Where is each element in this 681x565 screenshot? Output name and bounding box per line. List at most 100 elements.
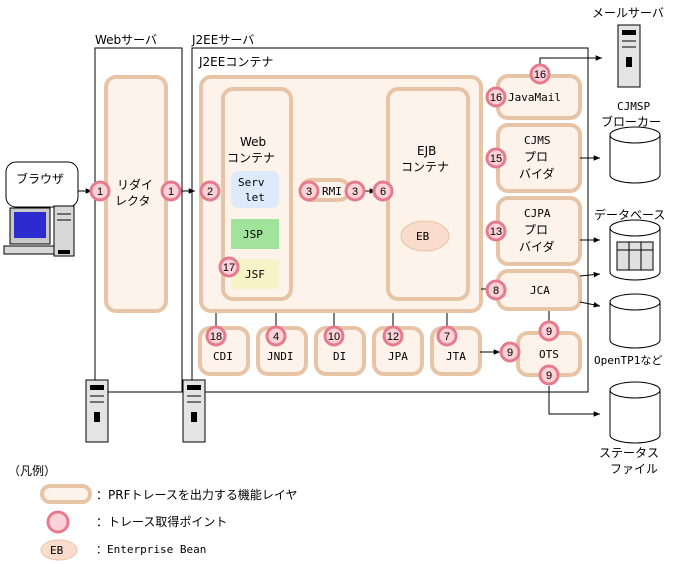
browser-label: ブラウザ bbox=[16, 171, 64, 186]
cjmsp-cylinder-top bbox=[609, 126, 661, 144]
status-file-label-2: ファイル bbox=[610, 462, 658, 476]
jta-label: JTA bbox=[446, 350, 466, 363]
javamail-label: JavaMail bbox=[508, 91, 561, 104]
trace-num-6: 6 bbox=[380, 186, 386, 198]
trace-num-4: 4 bbox=[273, 331, 279, 343]
opentp1-cylinder bbox=[609, 302, 661, 349]
web-server-box bbox=[94, 47, 183, 393]
trace-point-18 bbox=[205, 325, 227, 347]
trace-point-9b bbox=[538, 320, 560, 342]
cjmsp-cylinder bbox=[609, 135, 661, 184]
jpa-label: JPA bbox=[388, 350, 408, 363]
web-server-label: Webサーバ bbox=[95, 33, 157, 47]
legend-layer-swatch bbox=[40, 484, 92, 504]
eb-ellipse bbox=[400, 220, 450, 252]
legend-title: （凡例） bbox=[8, 464, 56, 478]
web-server-tower-icon bbox=[85, 379, 109, 443]
servlet-box bbox=[231, 171, 279, 208]
trace-num-17: 17 bbox=[223, 262, 235, 274]
jca-label: JCA bbox=[530, 284, 550, 297]
trace-num-15: 15 bbox=[490, 153, 502, 165]
cjmsp-label-1: CJMSP bbox=[617, 100, 650, 113]
legend-trace-swatch bbox=[46, 510, 70, 534]
trace-num-3b: 3 bbox=[352, 186, 358, 198]
trace-point-15 bbox=[485, 147, 507, 169]
eb-label: EB bbox=[416, 230, 430, 243]
trace-point-7 bbox=[436, 325, 458, 347]
trace-num-1a: 1 bbox=[97, 186, 103, 198]
ejb-container-label-1: EJB bbox=[417, 144, 436, 158]
legend-eb-swatch bbox=[40, 539, 78, 561]
servlet-label-1: Serv bbox=[238, 176, 265, 189]
database-table-icon bbox=[616, 241, 654, 271]
trace-num-10: 10 bbox=[328, 331, 340, 343]
trace-point-6 bbox=[372, 180, 394, 202]
j2ee-server-box bbox=[191, 47, 589, 393]
di-label: DI bbox=[333, 350, 346, 363]
trace-num-3a: 3 bbox=[306, 186, 312, 198]
legend-trace-text: ：トレース取得ポイント bbox=[96, 514, 227, 529]
trace-point-8 bbox=[485, 279, 507, 301]
database-label: データベース bbox=[594, 207, 665, 222]
trace-num-8: 8 bbox=[493, 285, 499, 297]
status-file-cylinder bbox=[609, 390, 661, 444]
database-cylinder-top bbox=[609, 219, 661, 237]
trace-point-3b bbox=[344, 180, 366, 202]
status-file-cylinder-top bbox=[609, 381, 661, 399]
cjpa-label-1: CJPA bbox=[524, 207, 551, 220]
jsp-box bbox=[231, 219, 279, 249]
trace-point-1b bbox=[160, 180, 182, 202]
pc-icon bbox=[3, 205, 75, 257]
j2ee-container-label: J2EEコンテナ bbox=[198, 55, 273, 69]
ejb-container-label-2: コンテナ bbox=[401, 160, 449, 174]
trace-num-9c: 9 bbox=[546, 370, 552, 382]
trace-num-7: 7 bbox=[444, 331, 450, 343]
cjmsp-label-2: ブローカー bbox=[601, 114, 661, 129]
trace-point-3a bbox=[298, 180, 320, 202]
trace-num-13: 13 bbox=[490, 226, 502, 238]
trace-point-1a bbox=[89, 180, 111, 202]
jsp-label: JSP bbox=[243, 228, 263, 241]
browser-box bbox=[5, 161, 79, 208]
trace-point-9a bbox=[499, 341, 521, 363]
trace-num-16b: 16 bbox=[490, 92, 502, 104]
cjms-label-3: バイダ bbox=[519, 166, 555, 181]
trace-point-16a bbox=[529, 63, 551, 85]
trace-num-9b: 9 bbox=[546, 326, 552, 338]
mail-server-tower-icon bbox=[617, 24, 641, 88]
trace-point-16b bbox=[485, 86, 507, 108]
opentp1-label: OpenTP1など bbox=[594, 354, 662, 367]
ejb-container-layer bbox=[386, 87, 470, 301]
status-file-label-1: ステータス bbox=[599, 446, 659, 460]
jndi-label: JNDI bbox=[267, 350, 294, 363]
redirector-label-2: レクタ bbox=[115, 194, 151, 208]
trace-point-12 bbox=[382, 325, 404, 347]
cjms-label-1: CJMS bbox=[524, 134, 551, 147]
trace-num-12: 12 bbox=[387, 331, 399, 343]
mail-server-label: メールサーバ bbox=[592, 6, 664, 20]
trace-point-13 bbox=[485, 220, 507, 242]
legend-eb-text: ：Enterprise Bean bbox=[96, 543, 206, 556]
j2ee-server-tower-icon bbox=[182, 379, 206, 443]
web-container-label-1: Web bbox=[240, 135, 266, 149]
legend-layer-text: ：PRFトレースを出力する機能レイヤ bbox=[96, 487, 298, 502]
trace-num-9a: 9 bbox=[507, 347, 513, 359]
cjms-label-2: プロ bbox=[524, 150, 548, 164]
trace-point-9c bbox=[538, 364, 560, 386]
trace-num-18: 18 bbox=[210, 331, 222, 343]
cdi-label: CDI bbox=[213, 350, 233, 363]
ots-label: OTS bbox=[539, 348, 559, 361]
redirector-label-1: リダイ bbox=[117, 177, 153, 192]
trace-point-10 bbox=[323, 325, 345, 347]
trace-point-4 bbox=[265, 325, 287, 347]
jsf-label: JSF bbox=[245, 268, 265, 281]
trace-num-16a: 16 bbox=[534, 69, 546, 81]
cjpa-label-2: プロ bbox=[524, 223, 548, 237]
cjpa-label-3: バイダ bbox=[519, 239, 555, 254]
legend-eb-label: EB bbox=[50, 544, 64, 557]
trace-num-2: 2 bbox=[207, 186, 213, 198]
servlet-label-2: let bbox=[245, 191, 265, 204]
trace-num-1b: 1 bbox=[168, 186, 174, 198]
trace-point-17 bbox=[218, 256, 240, 278]
